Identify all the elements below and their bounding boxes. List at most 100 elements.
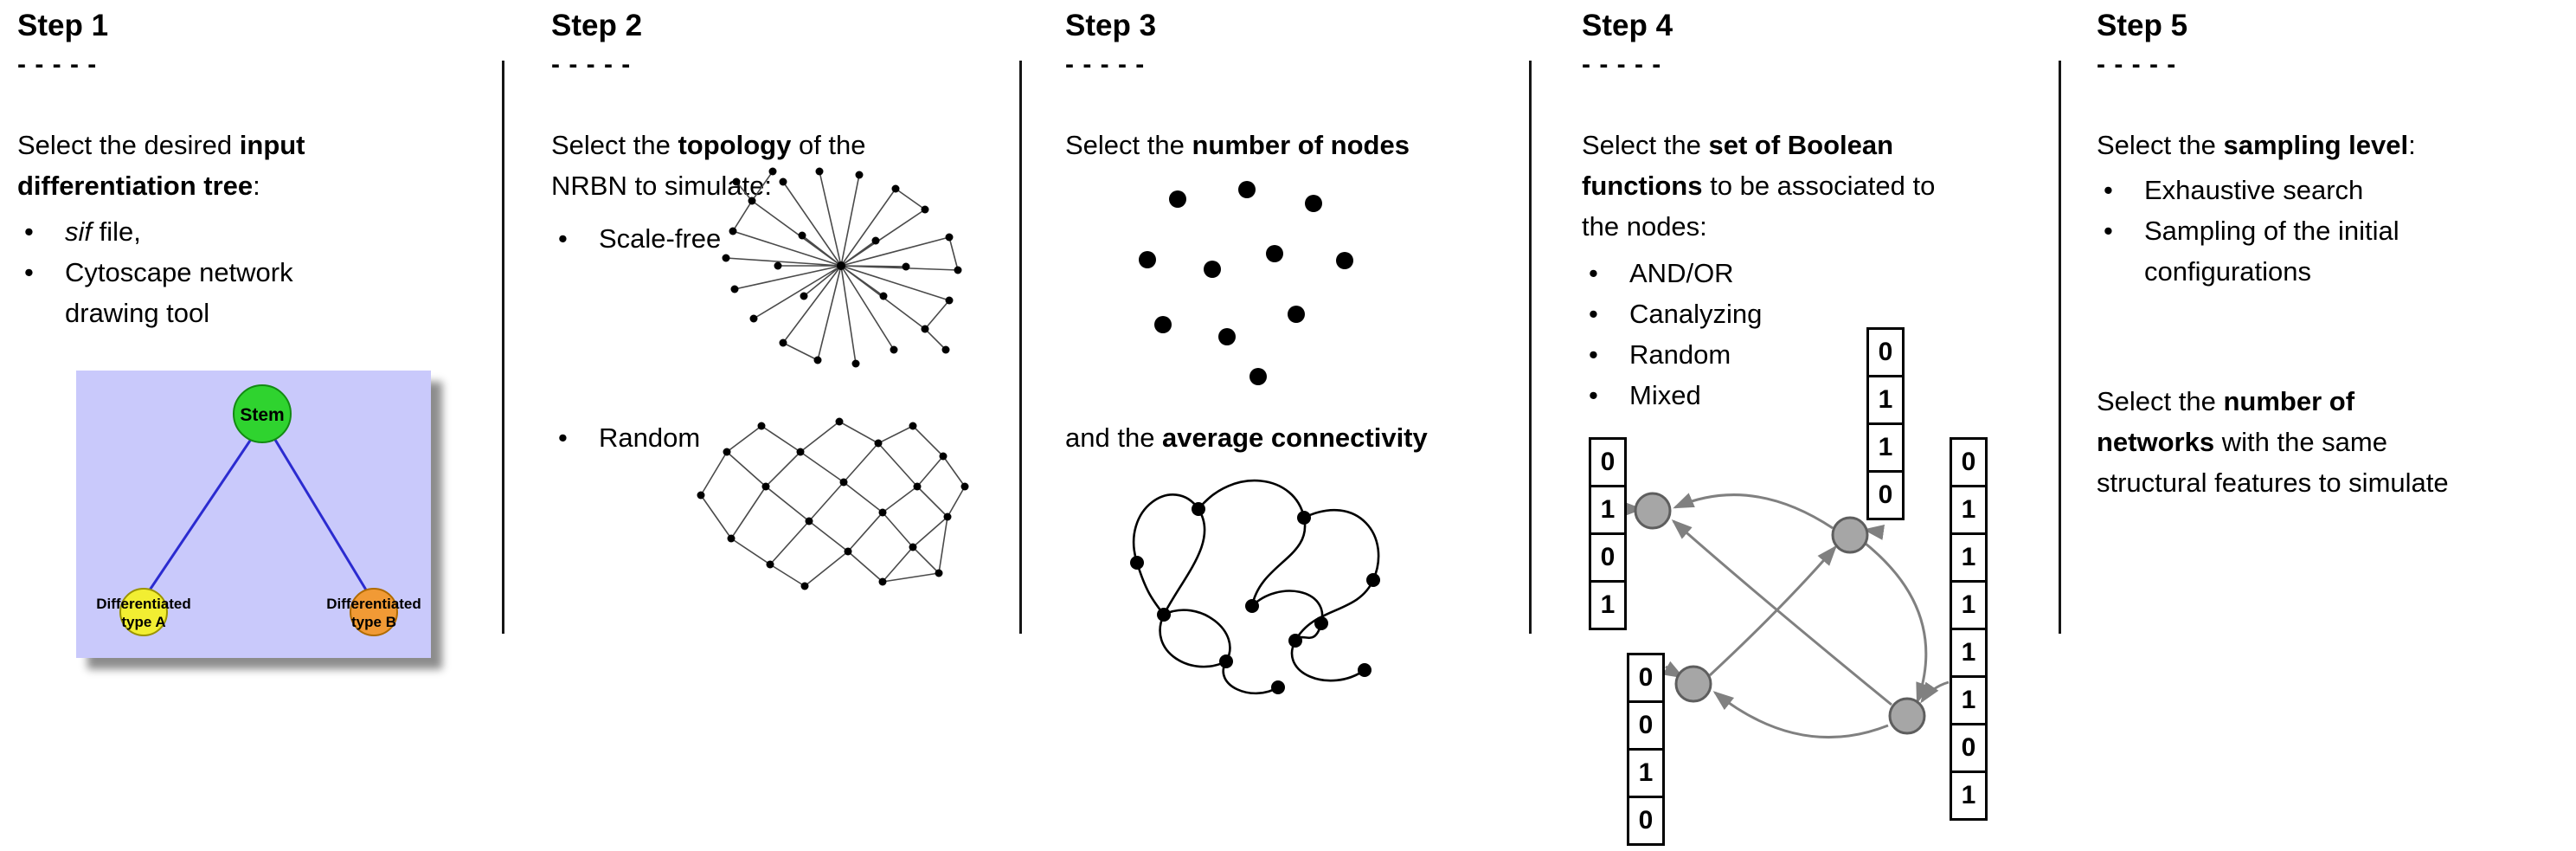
step4-title: Step 4 — [1582, 9, 1673, 42]
truth-table-cell: 1 — [1589, 485, 1627, 535]
stem-label: Stem — [240, 405, 284, 425]
truth-table-cell: 0 — [1627, 796, 1665, 846]
step4-intro-bold: set of Boolean functions — [1582, 130, 1894, 201]
truth-table-cell: 1 — [1950, 770, 1988, 821]
truth-table-cell: 0 — [1950, 723, 1988, 773]
list-item: • Exhaustive search — [2097, 170, 2469, 210]
list-item: • Cytoscape network drawing tool — [17, 252, 433, 333]
step5-dashes: - - - - - — [2097, 50, 2177, 79]
boolean-network-graphic — [1622, 492, 1950, 739]
truth-table-cell: 1 — [1950, 580, 1988, 630]
random-nodes — [697, 417, 969, 590]
type-a-node — [119, 588, 168, 636]
type-b-label-line1: Differentiated — [326, 596, 421, 612]
step5-closing-bold: number of networks — [2097, 386, 2355, 457]
network-nodes — [1634, 492, 1926, 735]
step3-line2-bold: average connectivity — [1162, 422, 1428, 453]
function-assignment-arrows — [1622, 493, 1950, 739]
step1-dashes: - - - - - — [17, 50, 98, 79]
truth-table-top: 0 1 1 0 — [1866, 327, 1905, 520]
step4-intro-pre: Select the — [1582, 130, 1709, 160]
scatter-dots — [1139, 181, 1353, 385]
bullet-text: Mixed — [1629, 380, 1701, 410]
truth-table-cell: 0 — [1627, 653, 1665, 703]
gene-node — [1888, 697, 1926, 735]
step1-intro: Select the desired input differentiation… — [17, 125, 433, 206]
truth-table-cell: 1 — [1627, 748, 1665, 798]
step1-intro-pre: Select the desired — [17, 130, 240, 160]
differentiation-tree-svg: Stem Differentiated type A Differentiate… — [76, 371, 431, 658]
column-divider — [502, 61, 504, 634]
step5-bullet-list: • Exhaustive search • Sampling of the in… — [2097, 170, 2469, 292]
step5-closing-pre: Select the — [2097, 386, 2224, 416]
random-bullet: • Random — [551, 417, 776, 458]
list-item: • Canalyzing — [1582, 293, 1954, 334]
truth-table-bottom: 0 0 1 0 — [1627, 653, 1665, 846]
column-divider — [1019, 61, 1022, 634]
step2-title: Step 2 — [551, 9, 643, 42]
scale-free-bullet: • Scale-free — [551, 218, 776, 259]
list-item: • Scale-free — [551, 218, 776, 259]
truth-table-cell: 1 — [1950, 628, 1988, 678]
step5-intro-pre: Select the — [2097, 130, 2224, 160]
list-item: • Sampling of the initial configurations — [2097, 210, 2469, 292]
list-item: • Random — [551, 417, 776, 458]
tree-nodes — [119, 384, 398, 636]
connectivity-graphic — [1130, 479, 1380, 695]
bullet-text: AND/OR — [1629, 258, 1734, 288]
truth-table-cell: 0 — [1589, 532, 1627, 583]
bullet-text: Canalyzing — [1629, 299, 1763, 329]
column-divider — [1529, 61, 1532, 634]
truth-table-cell: 0 — [1589, 437, 1627, 487]
step1-intro-post: : — [253, 171, 260, 201]
bullet-icon: • — [24, 257, 34, 287]
truth-table-cell: 0 — [1950, 437, 1988, 487]
bullet-icon: • — [1589, 299, 1598, 329]
bullet-text: sif file, — [65, 211, 141, 252]
truth-table-cell: 1 — [1950, 675, 1988, 725]
step4-dashes: - - - - - — [1582, 50, 1662, 79]
step2-intro-pre: Select the — [551, 130, 678, 160]
bullet-icon: • — [558, 223, 568, 254]
type-a-label-line2: type A — [121, 614, 165, 630]
random-network-graphic — [697, 417, 969, 590]
scale-free-nodes — [722, 167, 962, 368]
bullet-icon: • — [1589, 380, 1598, 410]
step2-dashes: - - - - - — [551, 50, 632, 79]
bullet-text: Exhaustive search — [2144, 175, 2364, 205]
stem-node — [233, 384, 292, 443]
step1-title: Step 1 — [17, 9, 109, 42]
list-item: • AND/OR — [1582, 253, 1954, 293]
column-divider — [2059, 61, 2061, 634]
gene-node — [1634, 492, 1672, 530]
step4-intro-post: to be associated to the nodes: — [1582, 171, 1936, 242]
bullet-text: Random — [1629, 339, 1731, 370]
truth-table-cell: 1 — [1866, 375, 1905, 425]
type-a-label-line1: Differentiated — [96, 596, 191, 612]
step4-column: Step 4 - - - - - Select the set of Boole… — [1578, 0, 2059, 851]
list-item: • Mixed — [1582, 375, 1954, 416]
gene-node — [1674, 665, 1712, 703]
bullet-text: Random — [599, 422, 701, 453]
sif-italic: sif — [65, 216, 92, 247]
list-item: • sif file, — [17, 211, 433, 252]
step2-column: Step 2 - - - - - Select the topology of … — [551, 0, 1023, 851]
step5-intro-bold: sampling level — [2223, 130, 2409, 160]
step3-line1-bold: number of nodes — [1192, 130, 1410, 160]
tree-labels: Stem Differentiated type A Differentiate… — [96, 405, 421, 630]
truth-table-cell: 1 — [1950, 485, 1988, 535]
bullet-text: Scale-free — [599, 223, 722, 254]
random-edges — [700, 421, 966, 587]
nodes-dots-graphic — [1139, 181, 1353, 385]
step3-dashes: - - - - - — [1065, 50, 1146, 79]
step1-bullet-list: • sif file, • Cytoscape network drawing … — [17, 211, 433, 333]
bullet-icon: • — [2104, 175, 2113, 205]
bullet-icon: • — [1589, 339, 1598, 370]
truth-table-cell: 1 — [1589, 580, 1627, 630]
truth-table-cell: 0 — [1866, 470, 1905, 520]
step5-column: Step 5 - - - - - Select the sampling lev… — [2097, 0, 2568, 851]
step1-intro-bold: input differentiation tree — [17, 130, 305, 201]
step3-column: Step 3 - - - - - Select the number of no… — [1065, 0, 1537, 851]
step5-intro-post: : — [2408, 130, 2416, 160]
